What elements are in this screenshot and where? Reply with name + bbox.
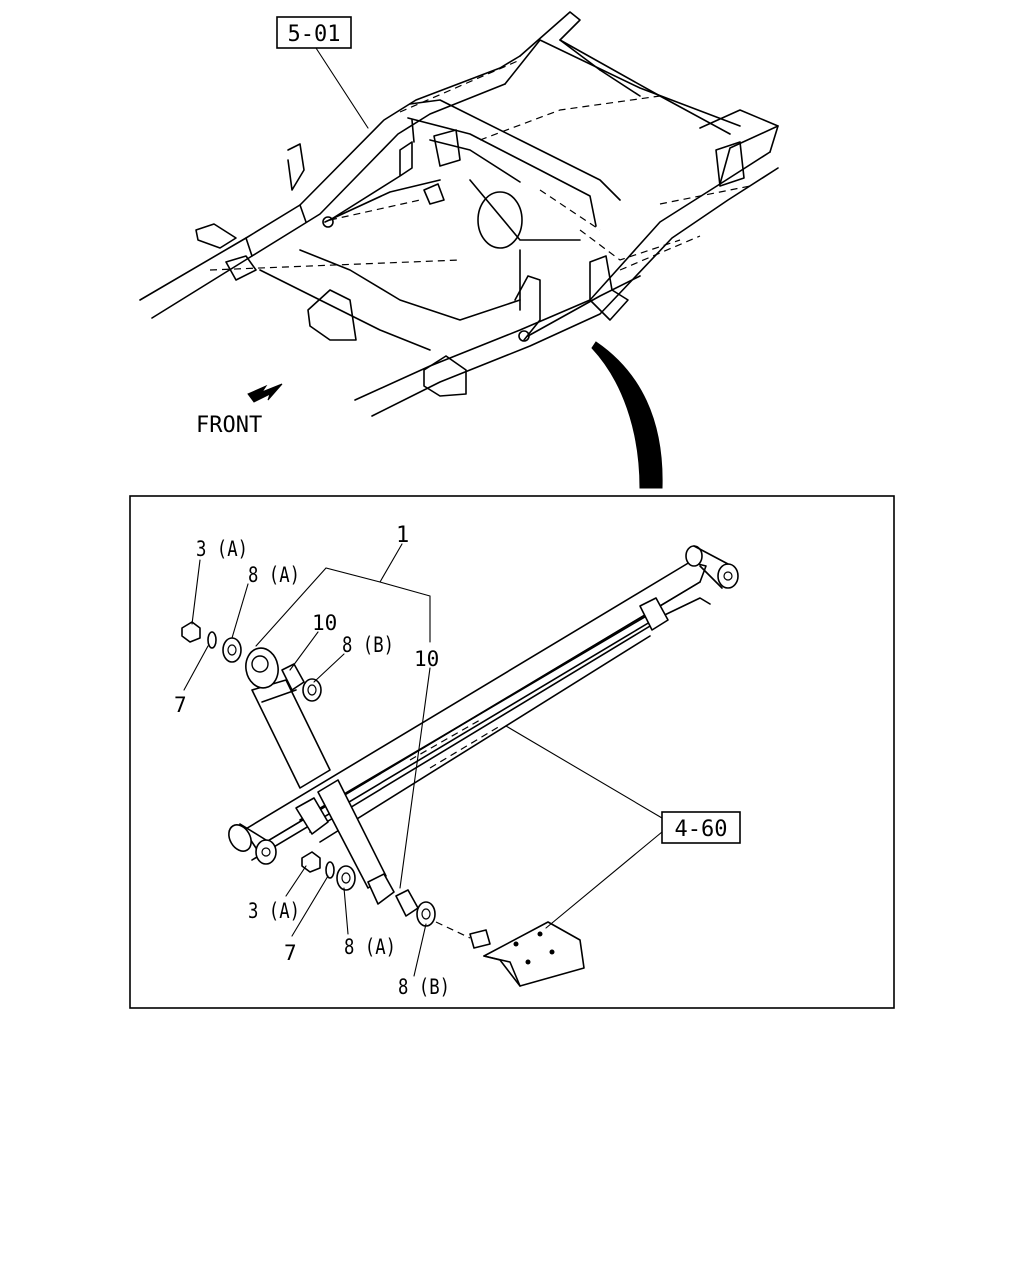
callout-bushing-b-top: 8 (B) (342, 633, 394, 657)
callout-bushing-a-top: 8 (A) (248, 563, 300, 587)
spacer-top-icon (281, 663, 305, 691)
callout-bushing-b-bottom: 8 (B) (398, 975, 450, 999)
callout-spacer-top: 10 (312, 611, 337, 635)
bottom-hardware (301, 851, 436, 927)
spacer-bottom-icon (395, 889, 419, 917)
spring-reference-label: 4-60 (675, 817, 728, 842)
reference-box-spring: 4-60 (661, 811, 741, 844)
leaf-spring (228, 545, 739, 865)
callout-spacer-bottom: 10 (414, 647, 439, 671)
top-hardware (181, 621, 322, 702)
frame-reference-label: 5-01 (288, 22, 341, 47)
reference-box-frame: 5-01 (276, 16, 369, 129)
shock-absorber (245, 647, 395, 905)
nut-bottom-icon (301, 851, 321, 873)
leader-lines (183, 543, 663, 977)
detail-frame (129, 495, 895, 1009)
callout-bushing-a-bottom: 8 (A) (344, 935, 396, 959)
nut-top-icon (181, 621, 201, 643)
callout-washer-top: 7 (174, 693, 187, 717)
direction-label: FRONT (196, 413, 262, 438)
callout-nut-top: 3 (A) (196, 537, 248, 561)
mounting-plate (435, 921, 585, 987)
washer-top-icon (207, 631, 217, 649)
callout-nut-bottom: 3 (A) (248, 899, 300, 923)
arrow-down-left-icon (247, 383, 283, 403)
callout-labels: 1 3 (A) 8 (A) 10 8 (B) 10 7 3 (A) 7 8 (A… (174, 523, 450, 999)
curved-pointer-icon (591, 341, 663, 489)
callout-washer-bottom: 7 (284, 941, 297, 965)
callout-shock-absorber: 1 (396, 523, 409, 548)
chassis-frame (139, 11, 779, 417)
washer-bottom-icon (325, 861, 335, 879)
